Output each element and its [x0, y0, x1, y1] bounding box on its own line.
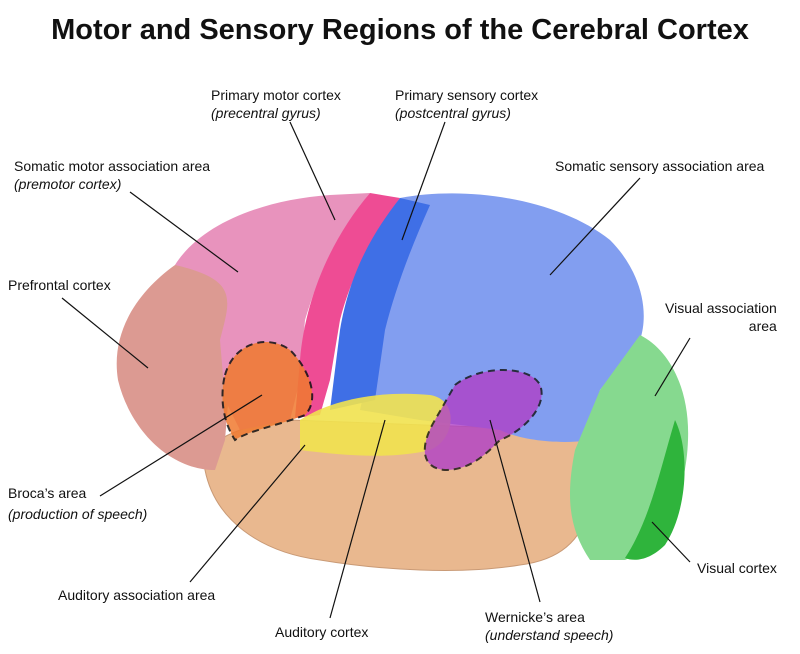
diagram-title: Motor and Sensory Regions of the Cerebra… [51, 14, 749, 46]
sensory-association-region [360, 193, 644, 442]
label-name: Prefrontal cortex [8, 277, 111, 293]
premotor-region [175, 193, 370, 430]
label-name-line2: area [748, 318, 777, 334]
prefrontal-region [116, 254, 251, 470]
label-wernicke-area: Wernicke’s area (understand speech) [485, 608, 613, 644]
label-sub: (postcentral gyrus) [395, 105, 511, 121]
label-sub: (understand speech) [485, 627, 614, 643]
label-name: Visual cortex [697, 560, 777, 576]
leader-lines [61, 121, 691, 619]
label-auditory-association: Auditory association area [58, 586, 215, 604]
primary-motor-region [295, 193, 400, 418]
label-somatic-sensory-association: Somatic sensory association area [555, 157, 764, 175]
label-name: Auditory association area [58, 587, 216, 603]
label-primary-motor-cortex: Primary motor cortex (precentral gyrus) [211, 86, 341, 122]
label-broca-area: Broca’s area (production of speech) [8, 483, 147, 525]
label-sub: (premotor cortex) [14, 176, 122, 192]
label-auditory-cortex: Auditory cortex [275, 623, 368, 641]
wernicke-region [423, 369, 543, 472]
label-visual-cortex: Visual cortex [697, 559, 777, 577]
label-primary-sensory-cortex: Primary sensory cortex (postcentral gyru… [395, 86, 538, 122]
label-sub: (production of speech) [8, 506, 148, 522]
label-name: Primary sensory cortex [395, 87, 539, 103]
auditory-region [300, 393, 451, 456]
label-name: Visual association [665, 300, 777, 316]
label-prefrontal-cortex: Prefrontal cortex [8, 276, 111, 294]
label-name: Broca’s area [8, 485, 87, 501]
label-somatic-motor-association: Somatic motor association area (premotor… [14, 157, 210, 193]
primary-sensory-region [330, 198, 430, 410]
label-name: Wernicke’s area [485, 609, 585, 625]
label-name: Somatic motor association area [14, 158, 211, 174]
label-visual-association: Visual association area [665, 299, 777, 335]
label-name: Auditory cortex [275, 624, 369, 640]
label-sub: (precentral gyrus) [211, 105, 321, 121]
visual-cortex-region [625, 420, 685, 560]
label-name: Somatic sensory association area [555, 158, 765, 174]
label-name: Primary motor cortex [211, 87, 341, 103]
broca-region [221, 341, 314, 442]
